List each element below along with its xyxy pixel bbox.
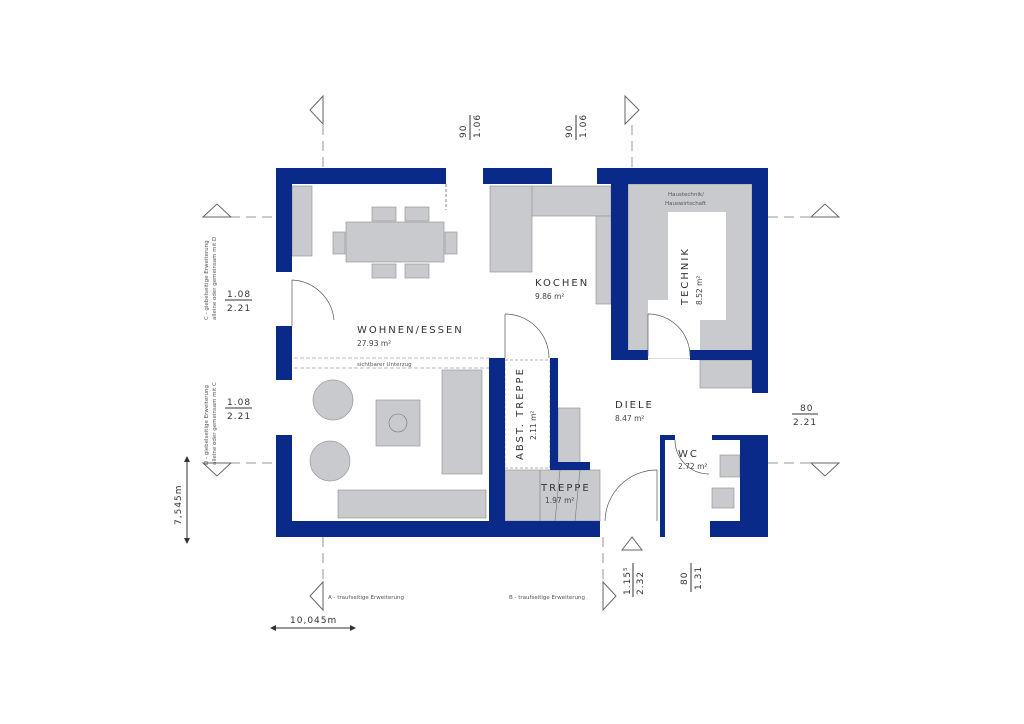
- section-arrow-icon: [809, 203, 841, 218]
- room-name-wc: WC: [678, 449, 699, 460]
- room-name-kochen: KOCHEN: [535, 278, 589, 289]
- walls: [276, 168, 768, 537]
- svg-text:90: 90: [565, 125, 575, 138]
- section-markers: [201, 94, 841, 612]
- svg-text:2.21: 2.21: [227, 412, 251, 422]
- armchair: [312, 379, 354, 421]
- svg-text:D - giebelseitige Erweiterung: D - giebelseitige Erweiterung: [204, 385, 210, 465]
- unterzug-label: sichtbarer Unterzug: [357, 362, 412, 368]
- room-name-wohnen: WOHNEN/ESSEN: [357, 325, 464, 336]
- extension-labels: A - traufseitige Erweiterung B - traufse…: [204, 237, 585, 601]
- room-area-diele: 8.47 m²: [615, 414, 644, 423]
- kitchen-counter: [489, 185, 533, 273]
- section-arrow-icon: [809, 462, 841, 477]
- tv-board: [337, 489, 487, 519]
- svg-text:alleine oder gemeinsam mit D: alleine oder gemeinsam mit D: [212, 237, 218, 320]
- svg-text:80: 80: [800, 404, 813, 414]
- section-arrow-icon: [201, 203, 233, 218]
- room-area-abst: 2.11 m²: [529, 411, 538, 440]
- svg-text:2.32: 2.32: [636, 571, 646, 595]
- technik-note-2: Hauswirtschaft: [665, 201, 707, 207]
- svg-text:1.15⁵: 1.15⁵: [623, 566, 633, 595]
- doors: [291, 184, 710, 522]
- technik-note-1: Haustechnik/: [668, 192, 704, 198]
- section-arrow-icon: [309, 94, 324, 126]
- section-arrow-icon: [602, 580, 617, 612]
- sideboard: [291, 185, 313, 257]
- svg-text:1.31: 1.31: [694, 566, 704, 590]
- wc-sink: [719, 454, 741, 478]
- toilet: [711, 487, 735, 509]
- room-area-wohnen: 27.93 m²: [357, 339, 391, 348]
- section-arrow-icon: [309, 580, 324, 612]
- svg-text:2.21: 2.21: [227, 304, 251, 314]
- room-area-treppe: 1.97 m²: [545, 496, 574, 505]
- svg-text:2.21: 2.21: [793, 418, 817, 428]
- svg-text:B - traufseitige Erweiterung: B - traufseitige Erweiterung: [509, 595, 585, 601]
- section-arrow-icon: [624, 94, 640, 126]
- technik-floor: [648, 212, 726, 358]
- sofa: [441, 369, 483, 475]
- svg-text:1.06: 1.06: [473, 114, 483, 138]
- room-name-technik: TECHNIK: [680, 247, 691, 306]
- section-arrow-icon: [201, 462, 233, 477]
- svg-text:1.08: 1.08: [227, 398, 251, 408]
- room-area-wc: 2.72 m²: [678, 462, 707, 471]
- svg-text:alleine oder gemeinsam mit C: alleine oder gemeinsam mit C: [212, 382, 218, 465]
- room-area-kochen: 9.86 m²: [535, 292, 564, 301]
- room-area-technik: 8.52 m²: [695, 276, 704, 305]
- svg-text:80: 80: [680, 572, 690, 585]
- dimensions: 90 1.06 90 1.06 1.08 2.21 1.08 2.21 80 2…: [174, 114, 818, 631]
- width-dimension: 10,045m: [290, 616, 337, 626]
- coffee-table: [375, 399, 421, 447]
- armchair: [309, 440, 351, 482]
- room-name-diele: DIELE: [615, 400, 654, 411]
- svg-text:A - traufseitige Erweiterung: A - traufseitige Erweiterung: [328, 595, 404, 601]
- svg-text:C - giebelseitige Erweiterung: C - giebelseitige Erweiterung: [204, 240, 210, 320]
- stairs: [504, 469, 601, 522]
- abst-treppe: [504, 359, 551, 469]
- height-dimension: 7,545m: [174, 484, 184, 525]
- section-lines: [230, 125, 812, 580]
- dining-table: [345, 221, 445, 263]
- svg-text:1.08: 1.08: [227, 290, 251, 300]
- room-name-treppe: TREPPE: [540, 483, 591, 494]
- room-name-abst: ABST. TREPPE: [515, 367, 526, 460]
- svg-text:90: 90: [459, 125, 469, 138]
- entrance-arrow-icon: [620, 536, 644, 551]
- svg-text:1.06: 1.06: [579, 114, 589, 138]
